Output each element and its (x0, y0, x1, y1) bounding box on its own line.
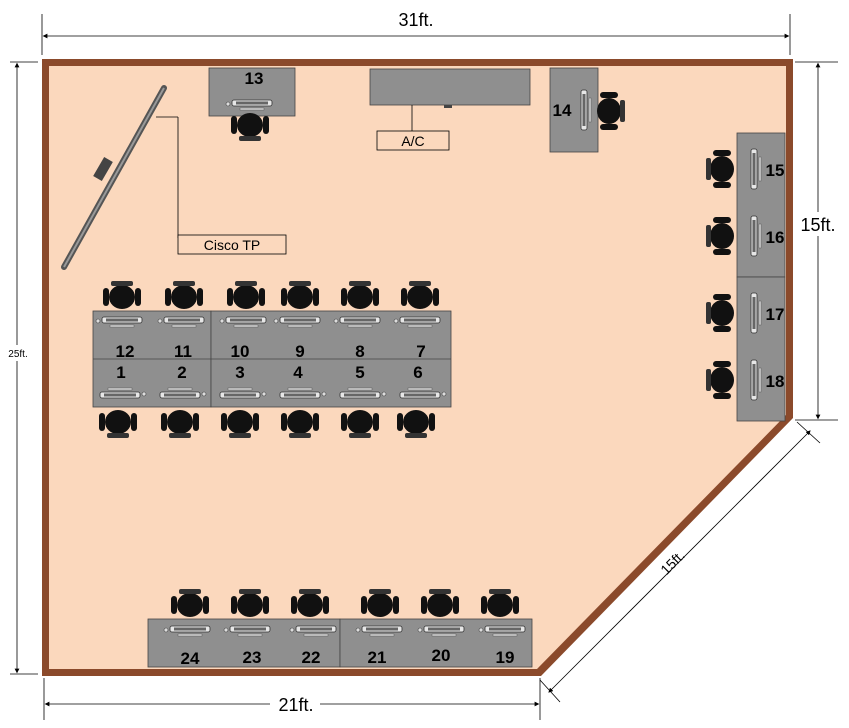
seat-3: 3 (235, 363, 244, 382)
seat-12: 12 (116, 342, 135, 361)
seat-9: 9 (295, 342, 304, 361)
seat-2: 2 (177, 363, 186, 382)
seat-19: 19 (496, 648, 515, 667)
seat-6: 6 (413, 363, 422, 382)
seat-1: 1 (116, 363, 125, 382)
dimension-bottom-label: 21ft. (278, 695, 313, 715)
dimension-left-label: 25ft. (8, 349, 27, 360)
cisco-tp-label: Cisco TP (204, 237, 261, 253)
dimension-left: 25ft. (3, 61, 38, 675)
dimension-right: 15ft. (795, 61, 840, 421)
seat-10: 10 (231, 342, 250, 361)
bottom-table: 24 23 22 21 20 19 (147, 589, 533, 668)
seat-21: 21 (368, 648, 387, 667)
dimension-top-label: 31ft. (398, 10, 433, 30)
seat-22: 22 (302, 648, 321, 667)
seat-24: 24 (181, 649, 200, 668)
seat-23: 23 (243, 648, 262, 667)
seat-7: 7 (416, 342, 425, 361)
ac-label-box (376, 130, 450, 151)
dimension-right-label: 15ft. (800, 215, 835, 235)
ac-label: A/C (401, 133, 424, 149)
seat-8: 8 (355, 342, 364, 361)
dimension-bottom: 21ft. (43, 678, 541, 720)
seat-17: 17 (766, 305, 785, 324)
dimension-top: 31ft. (41, 10, 791, 55)
seat-5: 5 (355, 363, 364, 382)
seat-14: 14 (553, 101, 572, 120)
center-table: 12 11 10 9 8 7 1 2 3 4 5 6 (92, 281, 452, 438)
station-block-17-18: 17 18 (706, 276, 786, 422)
station-14: 14 (549, 67, 625, 153)
cisco-tp-screen: Cisco TP (61, 85, 287, 270)
seat-15: 15 (766, 161, 785, 180)
seat-4: 4 (293, 363, 303, 382)
seat-20: 20 (432, 646, 451, 665)
cisco-tp-label-box (177, 234, 287, 255)
seat-18: 18 (766, 372, 785, 391)
station-block-15-16: 15 16 (706, 132, 786, 278)
seat-16: 16 (766, 228, 785, 247)
seat-11: 11 (174, 342, 192, 361)
station-13: 13 (208, 67, 296, 141)
seat-13: 13 (245, 69, 264, 88)
ac-unit: A/C (369, 68, 531, 151)
